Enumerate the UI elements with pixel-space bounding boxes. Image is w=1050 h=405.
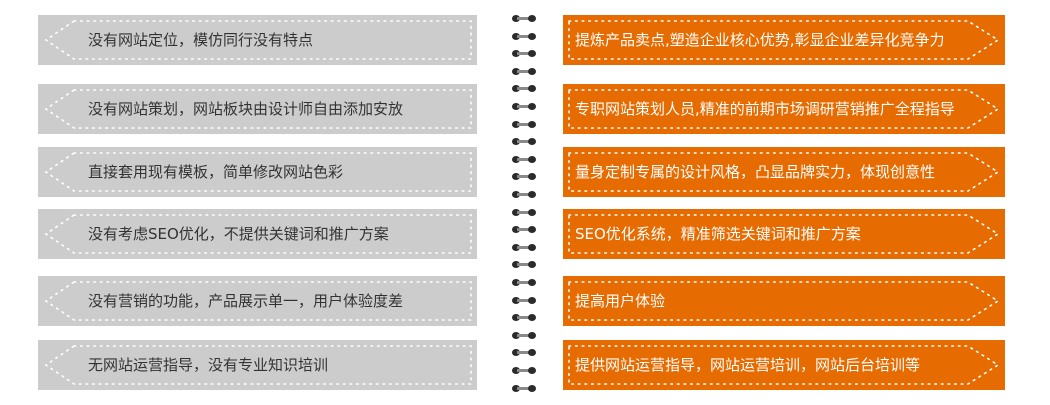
ring-icon [512,103,536,110]
left-item-1: 没有网站定位，模仿同行没有特点 [38,15,477,65]
ring-icon [512,331,536,339]
ring-icon [512,243,536,251]
left-item-5: 没有营销的功能，产品展示单一，用户体验度差 [38,276,477,326]
ring-icon [512,15,536,22]
ring-icon [512,279,536,286]
left-item-2: 没有网站策划，网站板块由设计师自由添加安放 [38,84,477,134]
right-item-5: 提高用户体验 [563,276,1005,326]
right-item-3: 量身定制专属的设计风格，凸显品牌实力，体现创意性 [563,147,1005,197]
ring-icon [512,349,536,357]
ring-icon [512,138,536,146]
left-item-6: 无网站运营指导，没有专业知识培训 [38,340,477,390]
ring-icon [512,191,536,198]
left-item-4: 没有考虑SEO优化，不提供关键词和推广方案 [38,209,477,259]
ring-icon [512,85,536,93]
left-item-3: 直接套用现有模板，简单修改网站色彩 [38,147,477,197]
right-item-label: 提供网站运营指导，网站运营培训，网站后台培训等 [575,356,921,374]
left-item-label: 没有网站定位，模仿同行没有特点 [88,31,314,49]
right-item-1: 提炼产品卖点,塑造企业核心优势,彰显企业差异化竞争力 [563,15,1005,65]
ring-icon [512,226,536,234]
right-item-label: 量身定制专属的设计风格，凸显品牌实力，体现创意性 [575,163,936,181]
ring-icon [512,208,536,216]
ring-icon [512,32,536,40]
right-item-6: 提供网站运营指导，网站运营培训，网站后台培训等 [563,340,1005,390]
right-item-label: 专职网站策划人员,精准的前期市场调研营销推广全程指导 [575,100,955,118]
ring-icon [512,155,536,163]
ring-icon [512,367,536,374]
left-item-label: 没有营销的功能，产品展示单一，用户体验度差 [88,292,404,310]
right-item-label: SEO优化系统，精准筛选关键词和推广方案 [575,225,861,243]
left-item-label: 没有网站策划，网站板块由设计师自由添加安放 [88,100,404,118]
spiral-binding-icon [512,0,538,405]
ring-icon [512,50,536,58]
ring-icon [512,296,536,304]
left-item-label: 无网站运营指导，没有专业知识培训 [88,356,329,374]
ring-icon [512,67,536,75]
right-item-2: 专职网站策划人员,精准的前期市场调研营销推广全程指导 [563,84,1005,134]
ring-icon [512,173,536,181]
ring-icon [512,384,536,392]
left-item-label: 没有考虑SEO优化，不提供关键词和推广方案 [88,225,389,243]
ring-icon [512,120,536,128]
right-item-label: 提高用户体验 [575,292,666,310]
left-item-label: 直接套用现有模板，简单修改网站色彩 [88,163,344,181]
ring-icon [512,314,536,322]
right-item-label: 提炼产品卖点,塑造企业核心优势,彰显企业差异化竞争力 [575,31,945,49]
ring-icon [512,261,536,269]
right-item-4: SEO优化系统，精准筛选关键词和推广方案 [563,209,1005,259]
